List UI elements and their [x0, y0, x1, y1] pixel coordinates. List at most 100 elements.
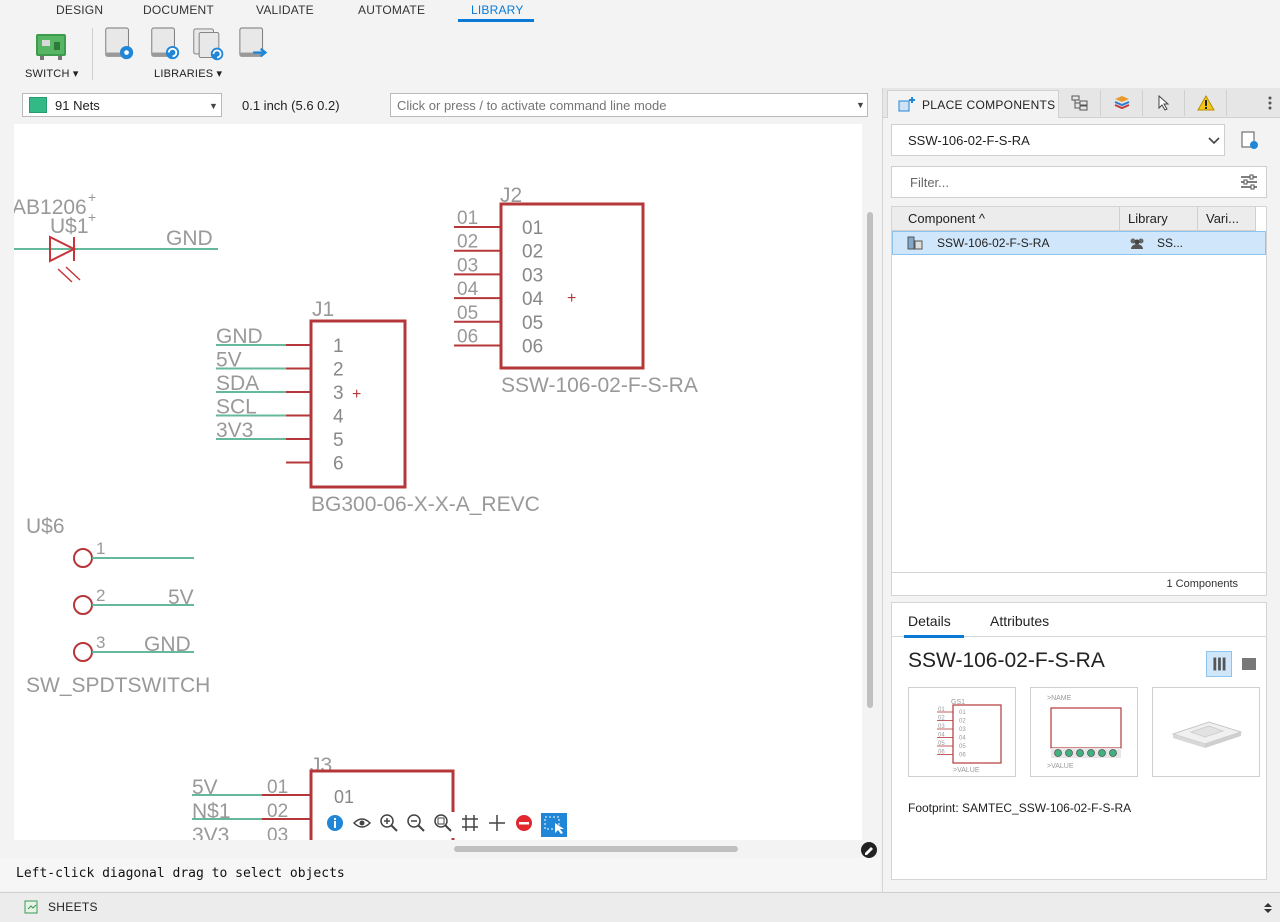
expand-sheets-icon[interactable]: [1262, 901, 1274, 915]
u6-pin-circle: [73, 595, 93, 615]
footprint-pad: [1076, 749, 1084, 757]
command-history-chevron-icon[interactable]: ▼: [856, 100, 865, 110]
vertical-scroll-thumb[interactable]: [867, 212, 873, 708]
table-row[interactable]: SSW-106-02-F-S-RA SS...: [892, 231, 1266, 255]
preview-pin-label: 06: [959, 753, 966, 759]
j3-net-label: 3V3: [192, 824, 229, 840]
detail-title: SSW-106-02-F-S-RA: [908, 649, 1105, 672]
canvas-vertical-scrollbar[interactable]: [864, 124, 876, 840]
tab-design-tree[interactable]: [1059, 90, 1101, 116]
origin-cross: +: [88, 209, 96, 225]
single-view-icon[interactable]: [1236, 651, 1262, 677]
library-settings-icon[interactable]: [102, 26, 136, 64]
schematic-toolbar: 91 Nets ▼ 0.1 inch (5.6 0.2) ▼: [0, 88, 880, 122]
column-view-icon[interactable]: [1206, 651, 1232, 677]
switch-board-icon[interactable]: [34, 28, 68, 66]
j2-pin-label: 04: [522, 289, 544, 310]
edit-icon[interactable]: [860, 841, 878, 859]
sheets-label: SHEETS: [48, 900, 98, 914]
libraries-label[interactable]: LIBRARIES ▾: [154, 68, 223, 80]
j1-body: [309, 319, 407, 489]
grid-readout: 0.1 inch (5.6 0.2): [242, 98, 340, 113]
preview-pin-number: 02: [938, 716, 945, 722]
more-options-icon[interactable]: [1267, 95, 1273, 111]
status-bar: Left-click diagonal drag to select objec…: [0, 858, 880, 890]
net-color-swatch: [29, 97, 47, 113]
j1-net-label: SDA: [216, 372, 259, 395]
tab-attributes[interactable]: Attributes: [990, 613, 1050, 629]
3d-preview[interactable]: [1152, 687, 1260, 777]
library-update-all-icon[interactable]: [192, 26, 226, 64]
tab-selection[interactable]: [1143, 90, 1185, 116]
led-part[interactable]: AB1206 U$1 GND + +: [14, 189, 218, 283]
u6-switch-part[interactable]: U$6 123 5V GND SW_SPDTSWITCH: [26, 515, 210, 697]
preview-pin-label: 04: [959, 736, 966, 742]
filter-input[interactable]: [892, 167, 1232, 197]
zoom-out-icon[interactable]: [405, 812, 427, 834]
column-library[interactable]: Library: [1120, 207, 1198, 231]
zoom-in-icon[interactable]: [378, 812, 400, 834]
origin-cross: +: [88, 189, 96, 205]
led-name-label: U$1: [50, 215, 89, 238]
preview-footprint-outline: [1050, 707, 1122, 749]
layers-icon: [1114, 96, 1130, 110]
stop-icon[interactable]: [513, 812, 535, 834]
zoom-fit-icon[interactable]: [432, 812, 454, 834]
horizontal-scroll-thumb[interactable]: [454, 846, 738, 852]
column-component[interactable]: Component ^: [892, 207, 1120, 231]
command-line-input[interactable]: [390, 93, 868, 117]
footprint-preview[interactable]: >NAME >VALUE: [1030, 687, 1138, 777]
device-selector[interactable]: SSW-106-02-F-S-RA: [891, 124, 1225, 156]
j2-name-label: J2: [500, 184, 522, 207]
preview-footprint-name: >NAME: [1047, 695, 1072, 702]
device-properties-icon[interactable]: [1239, 130, 1261, 150]
u6-pin-circle: [73, 642, 93, 662]
filter-field[interactable]: [891, 166, 1267, 198]
tab-library[interactable]: LIBRARY: [471, 3, 524, 17]
preview-pin-label: 05: [959, 744, 966, 750]
info-icon[interactable]: [324, 812, 346, 834]
switch-label[interactable]: SWITCH ▾: [25, 68, 79, 80]
net-selector[interactable]: 91 Nets ▼: [22, 93, 222, 117]
filter-settings-icon[interactable]: [1240, 174, 1258, 190]
tab-document[interactable]: DOCUMENT: [143, 3, 214, 17]
grid-icon[interactable]: [459, 812, 481, 834]
preview-pin-number: 01: [938, 707, 945, 713]
footprint-preview-drawing: >NAME >VALUE: [1047, 695, 1122, 770]
preview-pin-number: 03: [938, 724, 945, 730]
crosshair-icon[interactable]: [486, 812, 508, 834]
j3-pin-number: 01: [267, 777, 288, 798]
preview-symbol-name: GS1: [951, 699, 965, 706]
tab-warnings[interactable]: [1185, 90, 1227, 116]
led-net-label: GND: [166, 227, 213, 250]
j1-origin-cross: +: [352, 386, 361, 403]
library-export-icon[interactable]: [238, 26, 272, 64]
chevron-down-icon: [1208, 137, 1220, 145]
u6-name-label: U$6: [26, 515, 65, 538]
sheets-icon[interactable]: [24, 899, 40, 915]
tab-validate[interactable]: VALIDATE: [256, 3, 314, 17]
select-mode-icon[interactable]: [541, 813, 567, 837]
column-variant[interactable]: Vari...: [1198, 207, 1256, 231]
footprint-label: Footprint: SAMTEC_SSW-106-02-F-S-RA: [908, 801, 1132, 815]
u6-pins: 123: [73, 539, 194, 662]
tab-layers[interactable]: [1101, 90, 1143, 116]
tab-place-components[interactable]: PLACE COMPONENTS: [887, 90, 1059, 118]
components-table: Component ^ Library Vari... SSW-106-02-F…: [891, 206, 1267, 596]
canvas-horizontal-scrollbar[interactable]: [14, 842, 862, 856]
preview-pin-label: 02: [959, 719, 966, 725]
tab-design[interactable]: DESIGN: [56, 3, 104, 17]
sheets-bar[interactable]: SHEETS: [0, 892, 1280, 922]
eye-icon[interactable]: [351, 812, 373, 834]
tab-details[interactable]: Details: [908, 613, 951, 629]
row-component-name: SSW-106-02-F-S-RA: [937, 236, 1050, 250]
tab-automate[interactable]: AUTOMATE: [358, 3, 426, 17]
u6-pin-number: 1: [96, 539, 105, 558]
component-icon: [907, 236, 923, 250]
library-update-icon[interactable]: [148, 26, 182, 64]
